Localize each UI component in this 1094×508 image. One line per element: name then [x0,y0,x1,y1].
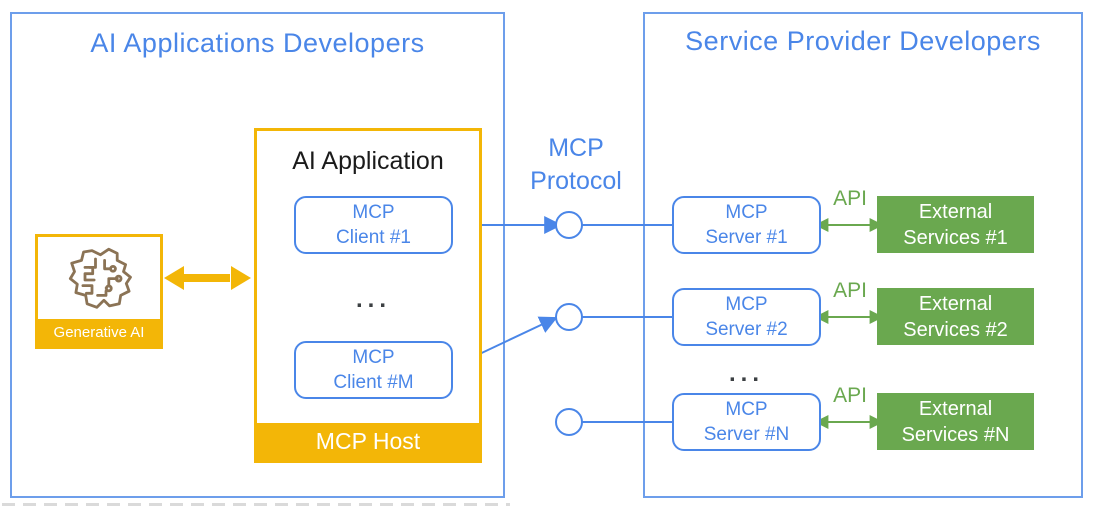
brain-circuit-icon [68,247,132,309]
mcp-server-1-box: MCP Server #1 [672,196,821,254]
mcp-server-2-line1: MCP [725,294,768,315]
mcp-server-1-line1: MCP [725,202,768,223]
external-services-n-line1: External [918,397,993,420]
mcp-server-n-line2: Server #N [703,424,790,445]
mcp-client-1-line2: Client #1 [336,227,411,248]
mcp-client-m-box: MCP Client #M [294,341,453,399]
mcp-server-n-line1: MCP [725,399,768,420]
mcp-protocol-label: MCP Protocol [500,132,652,198]
ai-application-box: AI Application MCP Host [254,128,482,463]
external-services-2-box: External Services #2 [877,288,1034,345]
mcp-client-1-box: MCP Client #1 [294,196,453,254]
servers-ellipsis: ... [728,360,764,387]
external-services-1-box: External Services #1 [877,196,1034,253]
mcp-server-1-line2: Server #1 [705,227,788,248]
external-services-n-line2: Services #N [901,423,1010,446]
left-panel-title: AI Applications Developers [90,28,425,58]
ai-application-title: AI Application [292,147,444,175]
external-services-1-line1: External [918,200,993,223]
api-label-1: API [833,187,867,210]
external-services-1-line2: Services #1 [903,226,1008,249]
right-panel-title: Service Provider Developers [685,26,1041,56]
generative-ai-label: Generative AI [38,319,160,346]
generative-ai-box: Generative AI [35,234,163,349]
external-services-n-box: External Services #N [877,393,1034,450]
mcp-server-2-line2: Server #2 [705,319,788,340]
external-services-2-line2: Services #2 [903,318,1008,341]
mcp-client-1-line1: MCP [352,202,395,223]
bottom-dashed-artifact [2,503,510,506]
mcp-server-n-box: MCP Server #N [672,393,821,451]
protocol-endpoint-circle-3 [555,408,583,436]
mcp-protocol-line2: Protocol [530,167,622,195]
protocol-endpoint-circle-2 [555,303,583,331]
api-label-2: API [833,279,867,302]
mcp-server-2-box: MCP Server #2 [672,288,821,346]
protocol-endpoint-circle-1 [555,211,583,239]
external-services-2-line1: External [918,292,993,315]
mcp-client-m-line1: MCP [352,347,395,368]
mcp-client-m-line2: Client #M [333,372,414,393]
api-label-3: API [833,384,867,407]
mcp-host-strip: MCP Host [257,423,479,460]
clients-ellipsis: ... [355,286,391,313]
mcp-protocol-line1: MCP [548,134,604,162]
